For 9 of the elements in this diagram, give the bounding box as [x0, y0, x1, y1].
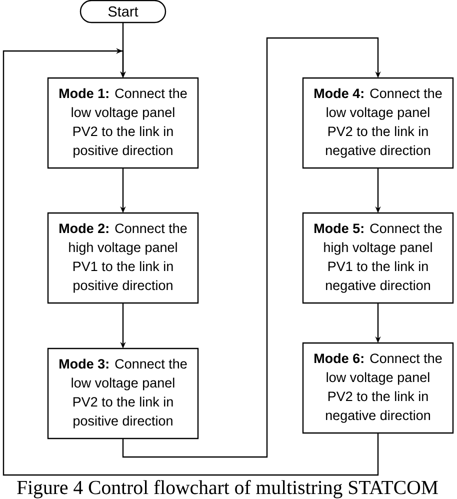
process-box: Mode 3: Connect the low voltage panel PV2 to the link in positive direction [47, 348, 199, 440]
process-box: Mode 6: Connect the low voltage panel PV2 to the link in negative direction [302, 342, 454, 434]
process-box: Mode 1: Connect the low voltage panel PV2 to the link in positive direction [47, 77, 199, 169]
process-box: Mode 4: Connect the low voltage panel PV2 to the link in negative direction [302, 77, 454, 169]
caption: Figure 4 Control flowchart of multistring STATCOM [17, 480, 438, 498]
arrow [2, 48, 379, 476]
process-box: Mode 2: Connect the high voltage panel PV1 to the link in positive direction [47, 212, 199, 304]
start-terminal: Start [80, 0, 166, 24]
process-box: Mode 5: Connect the high voltage panel PV1 to the link in negative direction [302, 212, 454, 304]
